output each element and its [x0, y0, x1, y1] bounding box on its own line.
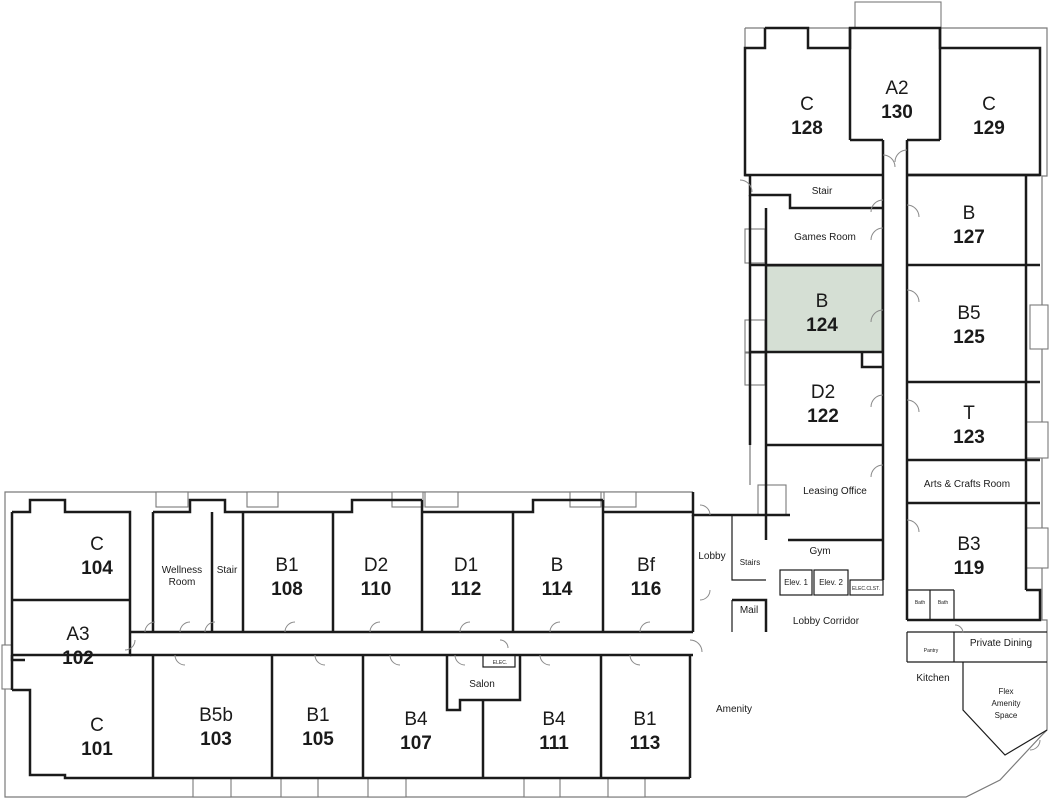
unit-number-label: 125 [953, 327, 985, 348]
unit-119[interactable]: B3 119 [954, 534, 985, 579]
unit-108[interactable]: B1 108 [271, 555, 303, 600]
unit-type-label: D1 [454, 555, 478, 576]
unit-number-label: 114 [542, 579, 573, 600]
walls [10, 26, 1048, 780]
unit-123[interactable]: T 123 [953, 403, 985, 448]
amenity-label: Amenity [716, 704, 752, 715]
unit-102[interactable]: A3 102 [62, 624, 94, 669]
unit-number-label: 124 [806, 315, 838, 336]
unit-111[interactable]: B4 111 [539, 709, 569, 754]
unit-number-label: 128 [791, 118, 823, 139]
unit-type-label: C [982, 94, 996, 115]
unit-112[interactable]: D1 112 [451, 555, 482, 600]
unit-124[interactable]: B 124 [806, 291, 838, 336]
stair-west-label: Stair [217, 565, 238, 576]
unit-type-label: B [551, 555, 564, 576]
unit-type-label: B5b [199, 705, 233, 726]
unit-124-highlight[interactable] [765, 265, 883, 353]
unit-type-label: B4 [404, 709, 428, 730]
lobby-label: Lobby [698, 551, 725, 562]
unit-type-label: A2 [885, 78, 908, 99]
unit-number-label: 105 [302, 729, 334, 750]
unit-type-label: Bf [637, 555, 656, 576]
unit-number-label: 108 [271, 579, 303, 600]
arts-crafts-room-label: Arts & Crafts Room [924, 479, 1010, 490]
unit-104[interactable]: C 104 [81, 534, 113, 579]
unit-113[interactable]: B1 113 [630, 709, 661, 754]
leasing-office-label: Leasing Office [803, 486, 867, 497]
mail-label: Mail [740, 605, 758, 616]
unit-number-label: 111 [539, 733, 569, 754]
unit-type-label: B [816, 291, 829, 312]
unit-number-label: 113 [630, 733, 661, 754]
unit-number-label: 104 [81, 558, 113, 579]
elec-label: ELEC. [493, 660, 507, 666]
unit-130[interactable]: A2 130 [881, 78, 913, 123]
unit-number-label: 123 [953, 427, 985, 448]
elevator-2-label: Elev. 2 [819, 578, 843, 587]
unit-105[interactable]: B1 105 [302, 705, 334, 750]
unit-type-label: B [963, 203, 976, 224]
unit-114[interactable]: B 114 [542, 555, 573, 600]
unit-type-label: B4 [542, 709, 566, 730]
doors [124, 149, 1041, 751]
unit-type-label: D2 [364, 555, 388, 576]
unit-number-label: 107 [400, 733, 432, 754]
games-room-label: Games Room [794, 232, 856, 243]
unit-number-label: 116 [631, 579, 662, 600]
stairs-label: Stairs [740, 558, 760, 567]
unit-122[interactable]: D2 122 [807, 382, 839, 427]
unit-number-label: 127 [953, 227, 985, 248]
gym-label: Gym [809, 546, 830, 557]
bath-1-label: Bath [915, 600, 926, 606]
unit-125[interactable]: B5 125 [953, 303, 985, 348]
salon-label: Salon [469, 679, 495, 690]
unit-129[interactable]: C 129 [973, 94, 1005, 139]
unit-type-label: B1 [633, 709, 656, 730]
unit-number-label: 101 [81, 739, 113, 760]
flex-amenity-label-line1: Flex [998, 687, 1013, 696]
unit-number-label: 110 [361, 579, 392, 600]
unit-107[interactable]: B4 107 [400, 709, 432, 754]
unit-type-label: A3 [66, 624, 89, 645]
unit-101[interactable]: C 101 [81, 715, 113, 760]
unit-103[interactable]: B5b 103 [199, 705, 233, 750]
unit-type-label: B5 [957, 303, 980, 324]
unit-number-label: 102 [62, 648, 94, 669]
unit-number-label: 129 [973, 118, 1005, 139]
unit-type-label: C [90, 534, 104, 555]
unit-type-label: C [800, 94, 814, 115]
unit-127[interactable]: B 127 [953, 203, 985, 248]
lobby-corridor-label: Lobby Corridor [793, 616, 860, 627]
unit-type-label: T [963, 403, 975, 424]
unit-number-label: 130 [881, 102, 913, 123]
unit-type-label: D2 [811, 382, 835, 403]
elevator-1-label: Elev. 1 [784, 578, 808, 587]
stair-north-label: Stair [812, 186, 833, 197]
private-dining-label: Private Dining [970, 638, 1032, 649]
unit-type-label: B1 [306, 705, 329, 726]
unit-type-label: B1 [275, 555, 298, 576]
unit-116[interactable]: Bf 116 [631, 555, 662, 600]
unit-number-label: 103 [200, 729, 232, 750]
unit-type-label: B3 [957, 534, 980, 555]
unit-110[interactable]: D2 110 [361, 555, 392, 600]
bath-2-label: Bath [938, 600, 949, 606]
flex-amenity-label-line2: Amenity [992, 699, 1021, 708]
flex-amenity-label-line3: Space [995, 711, 1018, 720]
pantry-label: Pantry [924, 648, 939, 654]
kitchen-label: Kitchen [916, 673, 949, 684]
unit-number-label: 112 [451, 579, 482, 600]
unit-type-label: C [90, 715, 104, 736]
unit-128[interactable]: C 128 [791, 94, 823, 139]
unit-number-label: 119 [954, 558, 985, 579]
electrical-closet-label: ELEC.CLST. [852, 586, 880, 592]
wellness-room-label-line2: Room [169, 577, 196, 588]
wellness-room-label-line1: Wellness [162, 565, 202, 576]
unit-number-label: 122 [807, 406, 839, 427]
